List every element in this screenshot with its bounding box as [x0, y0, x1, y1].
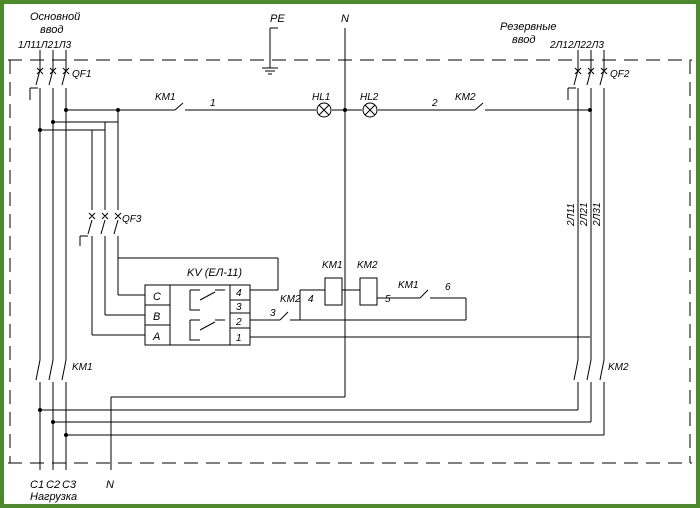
- neutral-top-label: N: [341, 13, 349, 25]
- km1-top-label: KM1: [155, 92, 176, 103]
- relay-pin-4: 4: [236, 288, 242, 299]
- qf1-label: QF1: [72, 69, 91, 80]
- qf1-contacts: [36, 67, 70, 75]
- load-neutral: N: [106, 479, 114, 491]
- km1-coil-label: KM1: [322, 260, 343, 271]
- load-caption: Нагрузка: [30, 491, 77, 503]
- main-input-phases: [29, 50, 67, 470]
- enclosure-boundary: [8, 59, 692, 464]
- qf3-label: QF3: [122, 214, 142, 225]
- reserve-wire-1: 2Л11: [566, 203, 577, 227]
- load-c3: C3: [62, 479, 77, 491]
- hl2-lamp: [362, 102, 378, 118]
- km1-contact-label: KM1: [398, 280, 419, 291]
- relay-phase-c: C: [153, 291, 161, 303]
- relay-pin-1: 1: [236, 333, 242, 344]
- reserve-input-subtitle: ввод: [512, 34, 535, 46]
- reserve-input-phases: [567, 50, 608, 435]
- wire-number-1: 1: [210, 98, 216, 109]
- wire-number-2: 2: [431, 98, 438, 109]
- km1-coil: [324, 277, 343, 306]
- wire-number-4: 4: [308, 294, 314, 305]
- relay-phase-b: B: [153, 311, 160, 323]
- relay-pin-3: 3: [236, 302, 242, 313]
- reserve-wire-2: 2Л21: [579, 202, 590, 227]
- km1-bottom-label: KM1: [72, 362, 93, 373]
- relay-title: KV (ЕЛ-11): [187, 267, 242, 279]
- pe-ground-symbol: [262, 27, 278, 75]
- wire-number-3: 3: [270, 308, 276, 319]
- km2-bottom-label: KM2: [608, 362, 629, 373]
- load-c2: C2: [46, 479, 60, 491]
- qf2-label: QF2: [610, 69, 630, 80]
- km2-relay-label: KM2: [280, 294, 301, 305]
- qf3-contacts: [79, 212, 122, 246]
- load-c1: C1: [30, 479, 44, 491]
- km2-top-label: KM2: [455, 92, 476, 103]
- pe-label: PE: [270, 13, 285, 25]
- km2-coil-label: KM2: [357, 260, 378, 271]
- hl1-lamp: [316, 102, 332, 118]
- main-input-phases-label: 1Л11Л21Л3: [18, 40, 72, 51]
- main-input-subtitle: ввод: [40, 24, 63, 36]
- hl2-label: HL2: [360, 92, 379, 103]
- km2-coil: [359, 277, 378, 306]
- wire-number-5: 5: [385, 294, 391, 305]
- relay-pin-2: 2: [235, 317, 242, 328]
- main-input-title: Основной: [30, 11, 80, 23]
- reserve-input-phases-label: 2Л12Л22Л3: [549, 40, 604, 51]
- wire-number-6: 6: [445, 282, 451, 293]
- hl1-label: HL1: [312, 92, 330, 103]
- reserve-input-title: Резервные: [500, 21, 556, 33]
- avr-schematic: Основной ввод 1Л11Л21Л3 Резервные ввод 2…: [8, 11, 692, 503]
- relay-phase-a: A: [152, 331, 160, 343]
- reserve-wire-3: 2Л31: [592, 202, 603, 227]
